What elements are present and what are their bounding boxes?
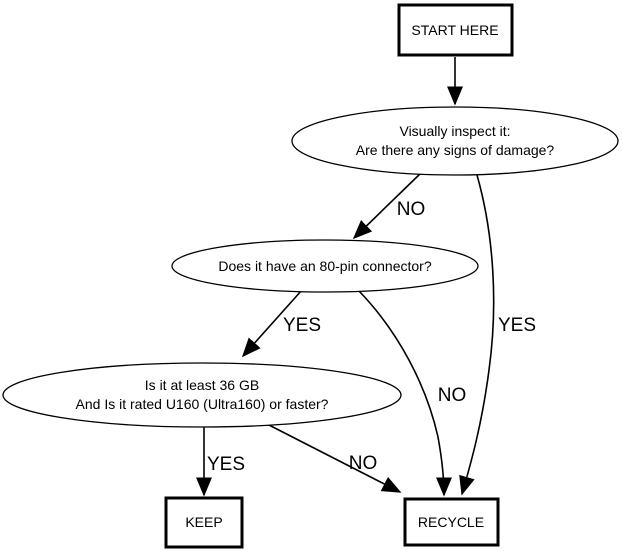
node-capacity-label-line2: And Is it rated U160 (Ultra160) or faste… xyxy=(76,396,329,412)
node-inspect-label-line2: Are there any signs of damage? xyxy=(356,142,555,158)
edge-label-inspect-no: NO xyxy=(397,199,426,220)
edge-capacity-no: NO xyxy=(266,423,402,493)
node-capacity-label-line1: Is it at least 36 GB xyxy=(145,377,259,393)
edge-inspect-yes: YES xyxy=(459,174,536,496)
node-inspect: Visually inspect it: Are there any signs… xyxy=(291,106,619,176)
edge-connector-yes: YES xyxy=(241,289,321,358)
edge-inspect-no: NO xyxy=(352,171,426,240)
node-start: START HERE xyxy=(397,3,514,57)
edge-label-capacity-yes: YES xyxy=(207,454,245,475)
node-connector: Does it have an 80-pin connector? xyxy=(171,239,479,293)
node-capacity: Is it at least 36 GB And Is it rated U16… xyxy=(2,362,402,428)
node-inspect-label-line1: Visually inspect it: xyxy=(399,123,510,139)
node-keep-label: KEEP xyxy=(185,514,222,530)
node-start-label: START HERE xyxy=(411,22,498,38)
node-connector-label: Does it have an 80-pin connector? xyxy=(218,258,431,274)
edge-label-connector-yes: YES xyxy=(283,315,321,336)
edge-label-inspect-yes: YES xyxy=(498,315,536,336)
edge-label-connector-no: NO xyxy=(438,385,467,406)
edge-connector-no: NO xyxy=(357,289,467,497)
node-recycle-label: RECYCLE xyxy=(418,514,484,530)
edge-label-capacity-no: NO xyxy=(349,453,378,474)
node-keep: KEEP xyxy=(164,496,244,549)
edge-capacity-yes: YES xyxy=(196,427,245,497)
node-recycle: RECYCLE xyxy=(403,497,500,547)
